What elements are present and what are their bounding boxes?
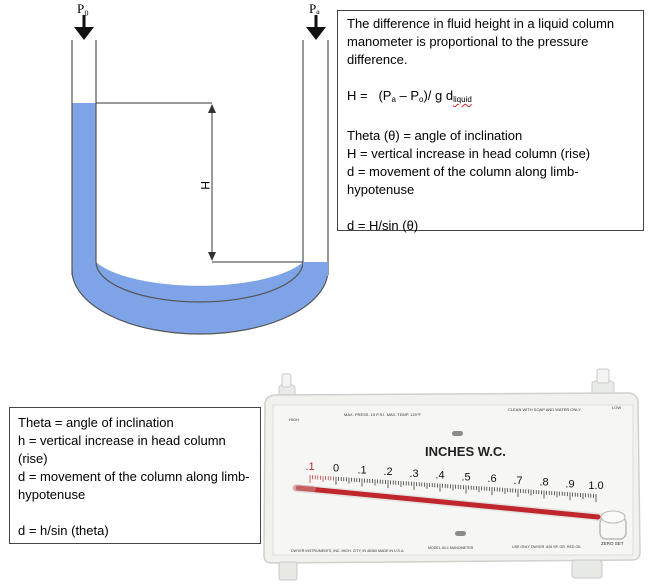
indicator-fluid-column — [295, 485, 601, 520]
high-label: HIGH — [289, 417, 299, 422]
pa-label: Pₐ — [309, 1, 320, 16]
u-tube-manometer: P₀ Pₐ H — [71, 1, 329, 335]
definition-h: h = vertical increase in head column (ri… — [18, 433, 226, 466]
manometer-explanation-box: The difference in fluid height in a liqu… — [337, 10, 644, 233]
definition-h: H = vertical increase in head column (ri… — [347, 146, 591, 161]
u-tube-fluid — [72, 103, 328, 334]
p0-arrow-icon — [74, 15, 94, 40]
equation-lhs: H = — [347, 88, 368, 103]
gauge-face — [272, 404, 634, 556]
definition-d: d = movement of the column along limb-hy… — [347, 164, 579, 197]
zero-adjust-knob[interactable] — [599, 510, 627, 540]
inclined-manometer-box: Theta = angle of inclination h = vertica… — [9, 407, 261, 544]
scale-ticks — [309, 475, 597, 502]
formula-d: d = h/sin (theta) — [18, 523, 109, 538]
u-tube-inner-curve — [95, 261, 304, 303]
h-arrow-up-icon — [208, 104, 216, 113]
definition-d: d = movement of the column along limb-hy… — [18, 469, 250, 502]
scale-label: .4 — [435, 470, 444, 482]
bottom-right-foot — [571, 559, 603, 579]
equation-minus: – P — [395, 88, 420, 103]
intro-text: The difference in fluid height in a liqu… — [347, 16, 615, 67]
h-label: H — [198, 181, 212, 190]
formula-d: d = H/sin (θ) — [347, 218, 419, 233]
zero-set-label: ZERO SET — [601, 541, 624, 546]
clean-label: CLEAN WITH SOAP AND WATER ONLY — [508, 407, 581, 412]
scale-label: 0 — [333, 463, 339, 475]
equation-sub-a: a — [391, 95, 396, 104]
indicator-start-cap — [293, 485, 316, 492]
scale-label: .7 — [513, 475, 522, 487]
scale-label: .9 — [565, 478, 574, 490]
footer-mid: MODEL 40-1 MANOMETER — [428, 546, 474, 550]
scale-label: .1 — [305, 461, 314, 473]
low-label: LOW — [612, 405, 621, 410]
definition-theta: Theta (θ) = angle of inclination — [347, 128, 523, 143]
scale-label: .2 — [383, 466, 392, 478]
h-arrow-down-icon — [208, 252, 216, 261]
u-tube-outer-curve — [71, 269, 329, 335]
upper-vent-slot — [452, 431, 463, 436]
footer-left: DWYER INSTRUMENTS, INC. MICH. CITY, IN 4… — [291, 549, 404, 553]
scale-label: .1 — [357, 464, 366, 476]
pressure-equation: H = (Pa – Po)/ g dliquid — [347, 87, 634, 109]
lower-vent-slot — [455, 531, 466, 536]
equation-p-a: (P — [378, 88, 392, 103]
scale-labels: .1 0 .1 .2 .3 .4 .5 .6 .7 .8 .9 1.0 — [305, 461, 603, 492]
scale-label: .6 — [487, 473, 496, 485]
right-fluid-column — [303, 262, 328, 276]
equation-sub-o: o — [419, 95, 424, 104]
scale-label: 1.0 — [588, 480, 603, 492]
p0-label: P₀ — [77, 1, 89, 16]
definition-theta: Theta = angle of inclination — [18, 415, 174, 430]
scale-label: .5 — [461, 471, 470, 483]
scale-label: .8 — [539, 477, 548, 489]
footer-right: USE ONLY DWYER .826 SP. GR. RED OIL — [512, 545, 581, 549]
scale-label: .3 — [409, 468, 418, 480]
equation-sub-liquid: liquid — [453, 95, 472, 104]
pa-arrow-icon — [306, 15, 326, 40]
inclined-manometer-photo: HIGH LOW MAX. PRESS. 15 P.S.I. MAX. TEMP… — [263, 368, 641, 581]
gauge-title: INCHES W.C. — [425, 444, 506, 459]
bottom-left-foot — [278, 561, 298, 581]
spec-label: MAX. PRESS. 15 P.S.I. MAX. TEMP. 120°F — [344, 412, 422, 417]
equation-rhs: )/ g d — [423, 88, 454, 103]
